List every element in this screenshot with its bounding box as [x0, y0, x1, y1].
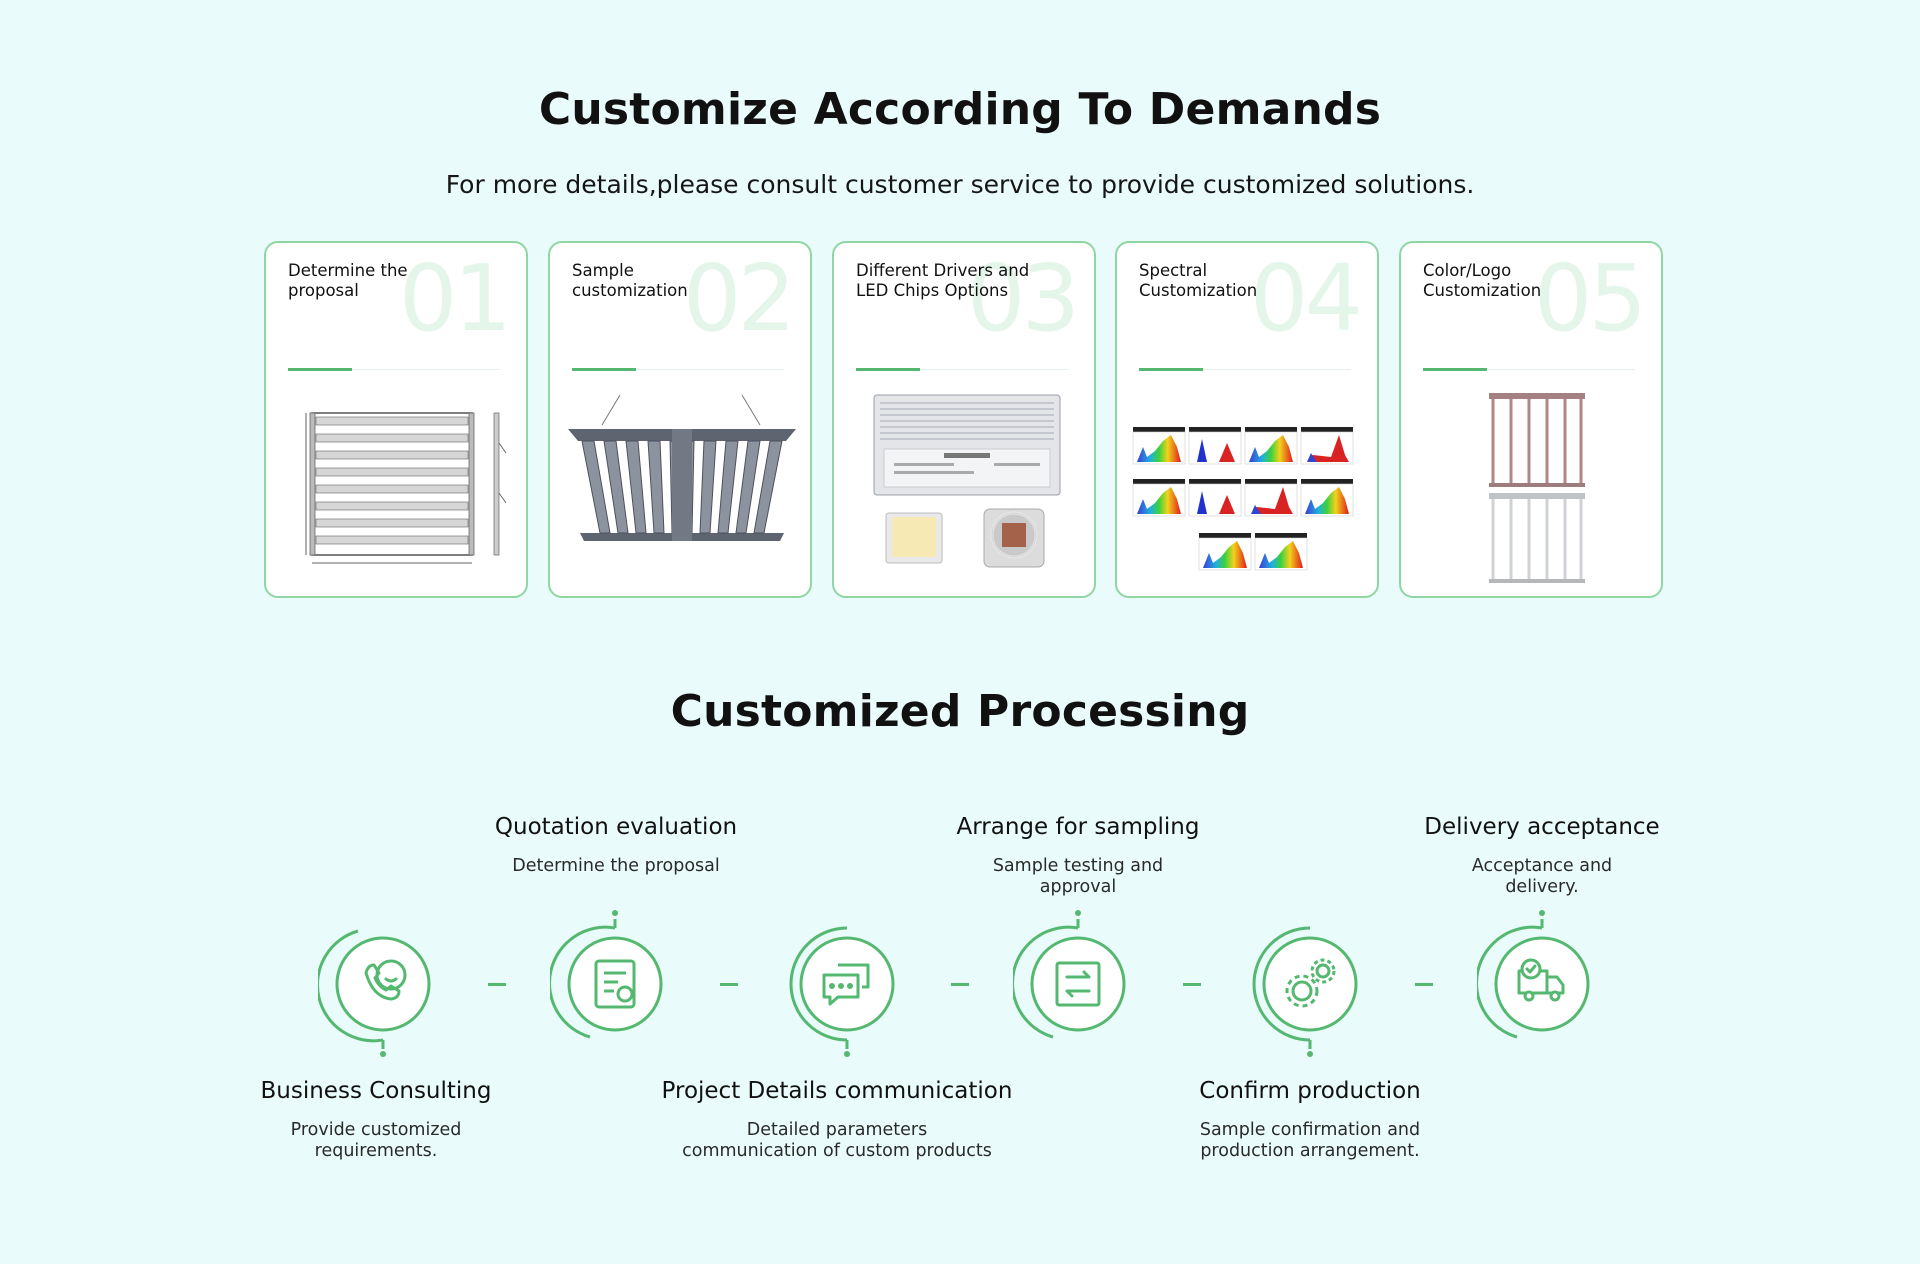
- card-label: Determine the proposal: [288, 261, 408, 300]
- step-business-consulting[interactable]: [318, 919, 448, 1057]
- step-title: Business Consulting: [260, 1078, 492, 1104]
- process-title: Customized Processing: [670, 686, 1250, 737]
- step-desc: Detailed parameters communication of cus…: [682, 1120, 992, 1161]
- divider: [288, 369, 500, 370]
- section-subtitle: For more details,please consult customer…: [445, 170, 1475, 199]
- driver-and-led-chips: [844, 383, 1084, 586]
- section-title: Customize According To Demands: [538, 84, 1382, 135]
- step-confirm-production[interactable]: [1245, 919, 1375, 1057]
- step-title: Quotation evaluation: [494, 814, 738, 840]
- step-desc: Sample testing and approval: [992, 856, 1164, 897]
- divider: [856, 369, 1068, 370]
- step-title: Delivery acceptance: [1424, 814, 1660, 840]
- card-number: 03: [966, 245, 1080, 352]
- product-dimension-drawing: [276, 383, 516, 586]
- card-number: 04: [1249, 245, 1363, 352]
- step-delivery-acceptance[interactable]: [1477, 910, 1607, 1049]
- connector: [1415, 983, 1433, 986]
- card-label: Different Drivers and LED Chips Options: [856, 261, 1030, 300]
- card-label: Spectral Customization: [1139, 261, 1258, 300]
- step-project-details[interactable]: [782, 919, 912, 1057]
- card-color-logo[interactable]: Color/Logo Customization 05: [1399, 241, 1663, 598]
- divider-accent: [1423, 368, 1487, 371]
- divider: [572, 369, 784, 370]
- card-number: 01: [398, 245, 512, 352]
- divider-accent: [856, 368, 920, 371]
- step-desc: Acceptance and delivery.: [1471, 856, 1613, 897]
- card-number: 02: [682, 245, 796, 352]
- card-determine-proposal[interactable]: Determine the proposal 01: [264, 241, 528, 598]
- exchange-document-icon: [1055, 961, 1101, 1007]
- card-sample-customization[interactable]: Sample customization 02: [548, 241, 812, 598]
- divider: [1139, 369, 1351, 370]
- quotation-document-icon: [594, 959, 636, 1009]
- divider: [1423, 369, 1635, 370]
- phone-chat-icon: [364, 959, 407, 1001]
- step-title: Project Details communication: [661, 1078, 1013, 1104]
- divider-accent: [288, 368, 352, 371]
- gears-icon: [1285, 958, 1336, 1008]
- colored-fixtures: [1411, 383, 1651, 586]
- grow-light-fixture: [560, 383, 800, 586]
- divider-accent: [1139, 368, 1203, 371]
- chat-bubbles-icon: [822, 963, 870, 1006]
- step-quotation-evaluation[interactable]: [550, 910, 680, 1049]
- divider-accent: [572, 368, 636, 371]
- card-label: Color/Logo Customization: [1423, 261, 1542, 300]
- step-title: Arrange for sampling: [956, 814, 1200, 840]
- step-desc: Determine the proposal: [512, 856, 720, 876]
- connector: [720, 983, 738, 986]
- card-drivers-chips[interactable]: Different Drivers and LED Chips Options …: [832, 241, 1096, 598]
- step-title: Confirm production: [1199, 1078, 1421, 1104]
- connector: [1183, 983, 1201, 986]
- step-arrange-sampling[interactable]: [1013, 910, 1143, 1049]
- card-label: Sample customization: [572, 261, 688, 300]
- spectrum-charts: [1127, 383, 1367, 586]
- connector: [951, 983, 969, 986]
- connector: [488, 983, 506, 986]
- card-spectral-customization[interactable]: Spectral Customization 04: [1115, 241, 1379, 598]
- card-number: 05: [1533, 245, 1647, 352]
- step-desc: Sample confirmation and production arran…: [1199, 1120, 1421, 1161]
- delivery-truck-icon: [1517, 958, 1565, 1002]
- step-desc: Provide customized requirements.: [290, 1120, 462, 1161]
